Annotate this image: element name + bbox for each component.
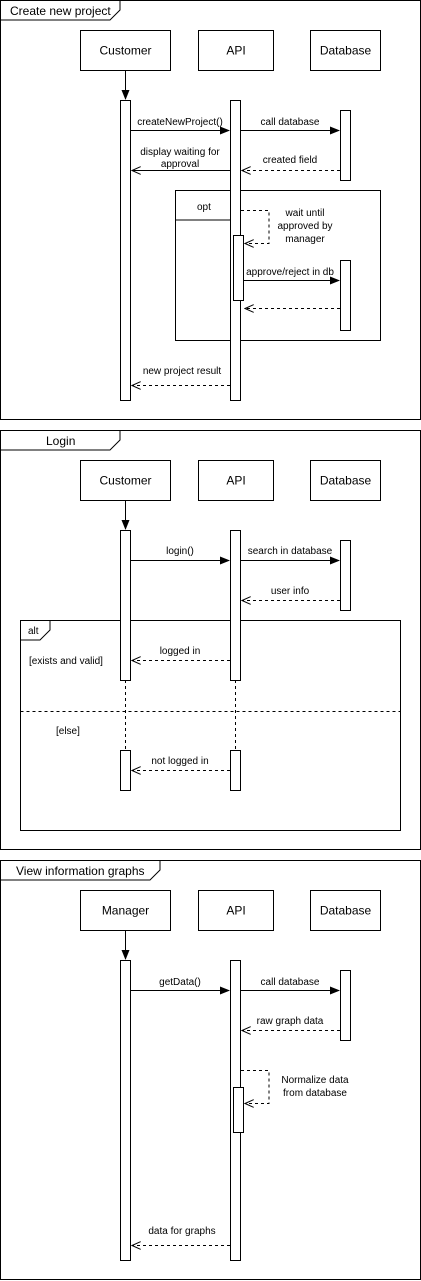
participant-api	[198, 30, 274, 71]
participant-api-label: API	[226, 904, 245, 918]
msg-self-normalize	[241, 1070, 270, 1104]
participant-customer	[80, 460, 171, 501]
activation-customer	[120, 100, 131, 401]
msg-self-wait	[241, 210, 270, 244]
msg-approve-reject-label: approve/reject in db	[246, 267, 334, 278]
diagram-create-new-project: Create new project Customer API Database…	[0, 0, 421, 420]
msg-create-new-project-label: createNewProject()	[137, 117, 223, 128]
fragment-alt-operator: alt	[28, 626, 39, 637]
activation-manager	[120, 960, 131, 1261]
participant-manager-label: Manager	[102, 904, 149, 918]
fragment-alt	[20, 620, 401, 831]
participant-database-label: Database	[320, 474, 372, 488]
activation-database-2	[340, 260, 351, 331]
frame-title-tab	[0, 0, 121, 21]
msg-self-normalize-label-1: Normalize data	[281, 1075, 349, 1086]
msg-created-field-label: created field	[263, 155, 317, 166]
activation-database-1	[340, 110, 351, 181]
msg-get-data-label: getData()	[159, 977, 201, 988]
fragment-alt-guard-2: [else]	[56, 726, 80, 737]
frame-title: Create new project	[10, 4, 111, 18]
activation-customer-else	[120, 750, 131, 791]
msg-raw-graph-data-label: raw graph data	[257, 1016, 324, 1027]
activation-customer	[120, 530, 131, 681]
participant-database	[310, 890, 381, 931]
msg-self-normalize-label-2: from database	[283, 1088, 347, 1099]
fragment-alt-guard-1: [exists and valid]	[29, 656, 103, 667]
participant-database-label: Database	[320, 904, 372, 918]
participant-customer-label: Customer	[99, 474, 151, 488]
msg-self-wait-label-3: manager	[285, 234, 325, 245]
activation-database	[340, 970, 351, 1041]
msg-new-project-result-label: new project result	[143, 366, 222, 377]
fragment-opt	[175, 190, 381, 341]
participant-manager	[80, 890, 171, 931]
msg-call-database-label: call database	[261, 977, 320, 988]
msg-data-for-graphs-label: data for graphs	[148, 1226, 215, 1237]
participant-api	[198, 890, 274, 931]
msg-search-in-database-label: search in database	[248, 546, 333, 557]
frame-title: Login	[46, 434, 75, 448]
msg-display-waiting-label-2: approval	[161, 159, 199, 170]
fragment-opt-operator: opt	[197, 202, 211, 213]
frame-title-tab	[0, 860, 161, 881]
participant-api-label: API	[226, 474, 245, 488]
activation-api-else	[230, 750, 241, 791]
activation-database	[340, 540, 351, 611]
participant-customer-label: Customer	[99, 44, 151, 58]
participant-database	[310, 30, 381, 71]
frame-title-tab	[0, 430, 121, 451]
participant-api	[198, 460, 274, 501]
diagram-login: Login Customer API Database alt [exists …	[0, 430, 421, 850]
frame-title: View information graphs	[16, 864, 145, 878]
msg-logged-in-label: logged in	[160, 646, 201, 657]
msg-call-database-label: call database	[261, 117, 320, 128]
diagram-view-information-graphs: View information graphs Manager API Data…	[0, 860, 421, 1280]
activation-api-nested	[233, 235, 244, 301]
activation-api	[230, 530, 241, 681]
participant-database-label: Database	[320, 44, 372, 58]
fragment-alt-tab	[20, 620, 51, 641]
msg-self-wait-label-2: approved by	[277, 221, 332, 232]
activation-api-nested	[233, 1087, 244, 1133]
msg-user-info-label: user info	[271, 586, 310, 597]
msg-self-wait-label-1: wait until	[285, 208, 325, 219]
msg-login-label: login()	[166, 546, 194, 557]
participant-database	[310, 460, 381, 501]
msg-display-waiting-label-1: display waiting for	[140, 147, 220, 158]
participant-api-label: API	[226, 44, 245, 58]
msg-not-logged-in-label: not logged in	[151, 756, 208, 767]
